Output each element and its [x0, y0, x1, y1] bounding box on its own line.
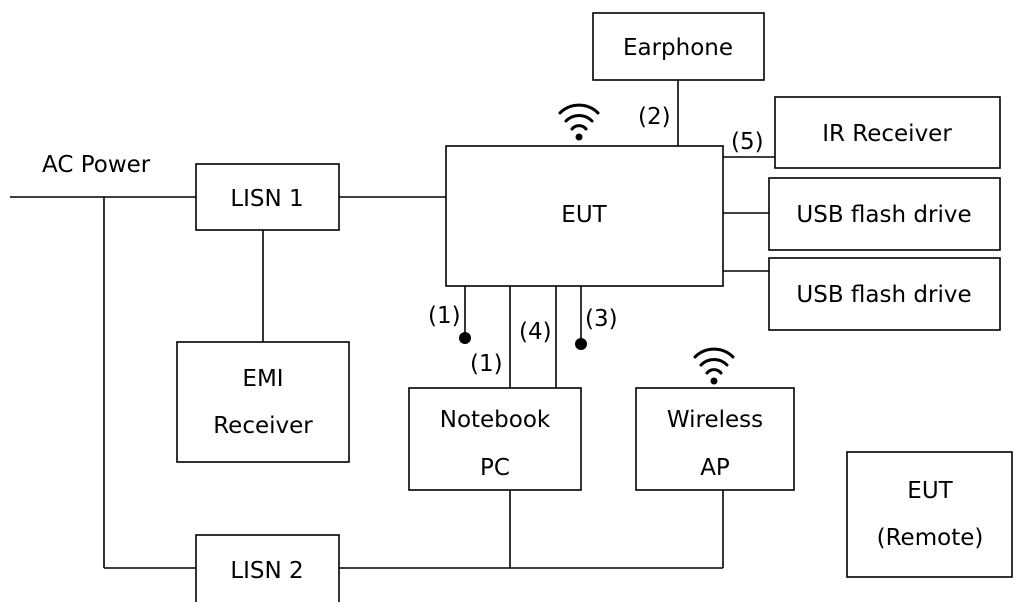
earphone-label: Earphone	[623, 35, 733, 61]
open-cable-right-terminal	[575, 338, 587, 350]
earphone-box	[592, 12, 765, 81]
cable-label-left-open: (1)	[428, 303, 461, 329]
lisn1-label: LISN 1	[230, 186, 303, 212]
wireless-ap-label-line2: AP	[700, 455, 730, 481]
cable-label-right-open: (3)	[585, 306, 618, 332]
lisn2-label: LISN 2	[230, 558, 303, 584]
cable-label-notebook-b: (4)	[519, 319, 552, 345]
wiring	[10, 80, 775, 569]
ir-receiver-label: IR Receiver	[822, 121, 952, 147]
open-cable-left-terminal	[459, 332, 471, 344]
cable-label-notebook-a: (1)	[470, 351, 503, 377]
wifi-icon-eut	[558, 103, 600, 141]
usb-drive-2-box	[768, 257, 1001, 331]
ac-power-label: AC Power	[42, 152, 151, 178]
emi-receiver-label-line2: Receiver	[213, 413, 313, 439]
emi-receiver-label-line1: EMI	[242, 366, 283, 392]
emi-receiver-box	[176, 341, 350, 463]
eut-label: EUT	[561, 202, 607, 228]
wireless-ap-label-line1: Wireless	[667, 407, 763, 433]
usb-drive-2-label: USB flash drive	[796, 282, 971, 308]
cable-label-ir: (5)	[731, 129, 764, 155]
notebook-pc-box	[408, 387, 582, 491]
wifi-icon-ap	[693, 347, 735, 385]
notebook-pc-label-line2: PC	[480, 455, 510, 481]
wireless-ap-box	[635, 387, 795, 491]
eut-remote-box	[846, 451, 1013, 578]
eut-remote-label-line2: (Remote)	[877, 525, 984, 551]
eut-box	[445, 145, 724, 287]
ir-receiver-box	[774, 96, 1001, 169]
lisn1-box	[195, 163, 340, 231]
lisn2-box	[195, 534, 340, 602]
eut-remote-label-line1: EUT	[907, 478, 953, 504]
cable-label-earphone: (2)	[638, 104, 671, 130]
usb-drive-1-label: USB flash drive	[796, 202, 971, 228]
usb-drive-1-box	[768, 177, 1001, 251]
notebook-pc-label-line1: Notebook	[440, 407, 551, 433]
